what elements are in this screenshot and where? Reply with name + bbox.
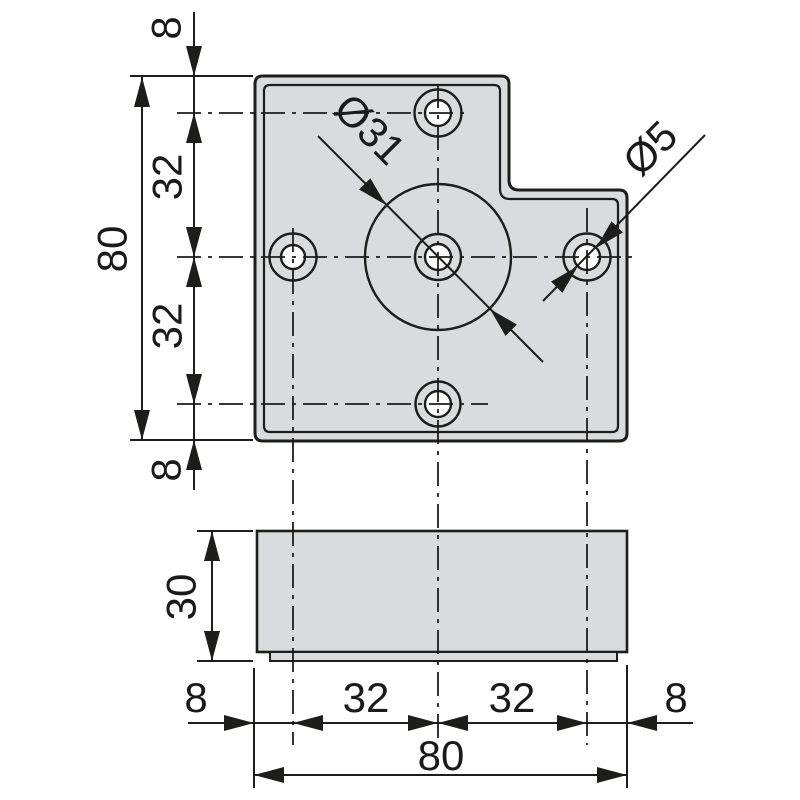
arrow [186, 227, 202, 257]
side-view-body [255, 529, 629, 654]
arrow [134, 77, 150, 107]
dim-label-left-bottom-8: 8 [143, 458, 190, 481]
dim-label-bottom-left-8: 8 [184, 674, 207, 721]
dim-label-left-overall-80: 80 [89, 226, 136, 273]
arrow [186, 374, 202, 404]
dim-label-left-upper-32: 32 [144, 154, 191, 201]
arrow [596, 221, 623, 248]
dim-label-side-height-30: 30 [158, 574, 205, 621]
arrow [134, 410, 150, 440]
dim-label-bottom-mid-right-32: 32 [489, 674, 536, 721]
dim-label-bottom-right-8: 8 [664, 674, 687, 721]
arrow [490, 309, 517, 336]
plate-outline-inner [262, 83, 620, 434]
side-view [255, 529, 629, 662]
dim-label-bottom-overall-80: 80 [418, 732, 465, 779]
arrow [438, 715, 468, 731]
side-view-lip [269, 651, 618, 662]
arrow [254, 767, 284, 783]
arrow [224, 715, 254, 731]
dimension-arrowheads [134, 46, 657, 783]
arrow [557, 715, 587, 731]
centerlines [177, 84, 638, 745]
arrow [293, 715, 323, 731]
dim-label-left-lower-32: 32 [144, 303, 191, 350]
dimension-labels: 8 32 80 32 8 30 8 32 32 8 80 Ø31 Ø5 [89, 16, 688, 779]
dim-label-left-top-8: 8 [143, 16, 190, 39]
arrow [186, 257, 202, 287]
dim-label-bottom-mid-left-32: 32 [343, 674, 390, 721]
arrow [551, 266, 578, 293]
arrow [359, 178, 386, 205]
arrow [597, 767, 627, 783]
arrow [186, 113, 202, 143]
arrow [627, 715, 657, 731]
arrow [204, 631, 220, 661]
dim-label-dia5: Ø5 [614, 112, 687, 185]
arrow [408, 715, 438, 731]
arrow [186, 440, 202, 470]
arrow [186, 46, 202, 76]
arrow [204, 531, 220, 561]
